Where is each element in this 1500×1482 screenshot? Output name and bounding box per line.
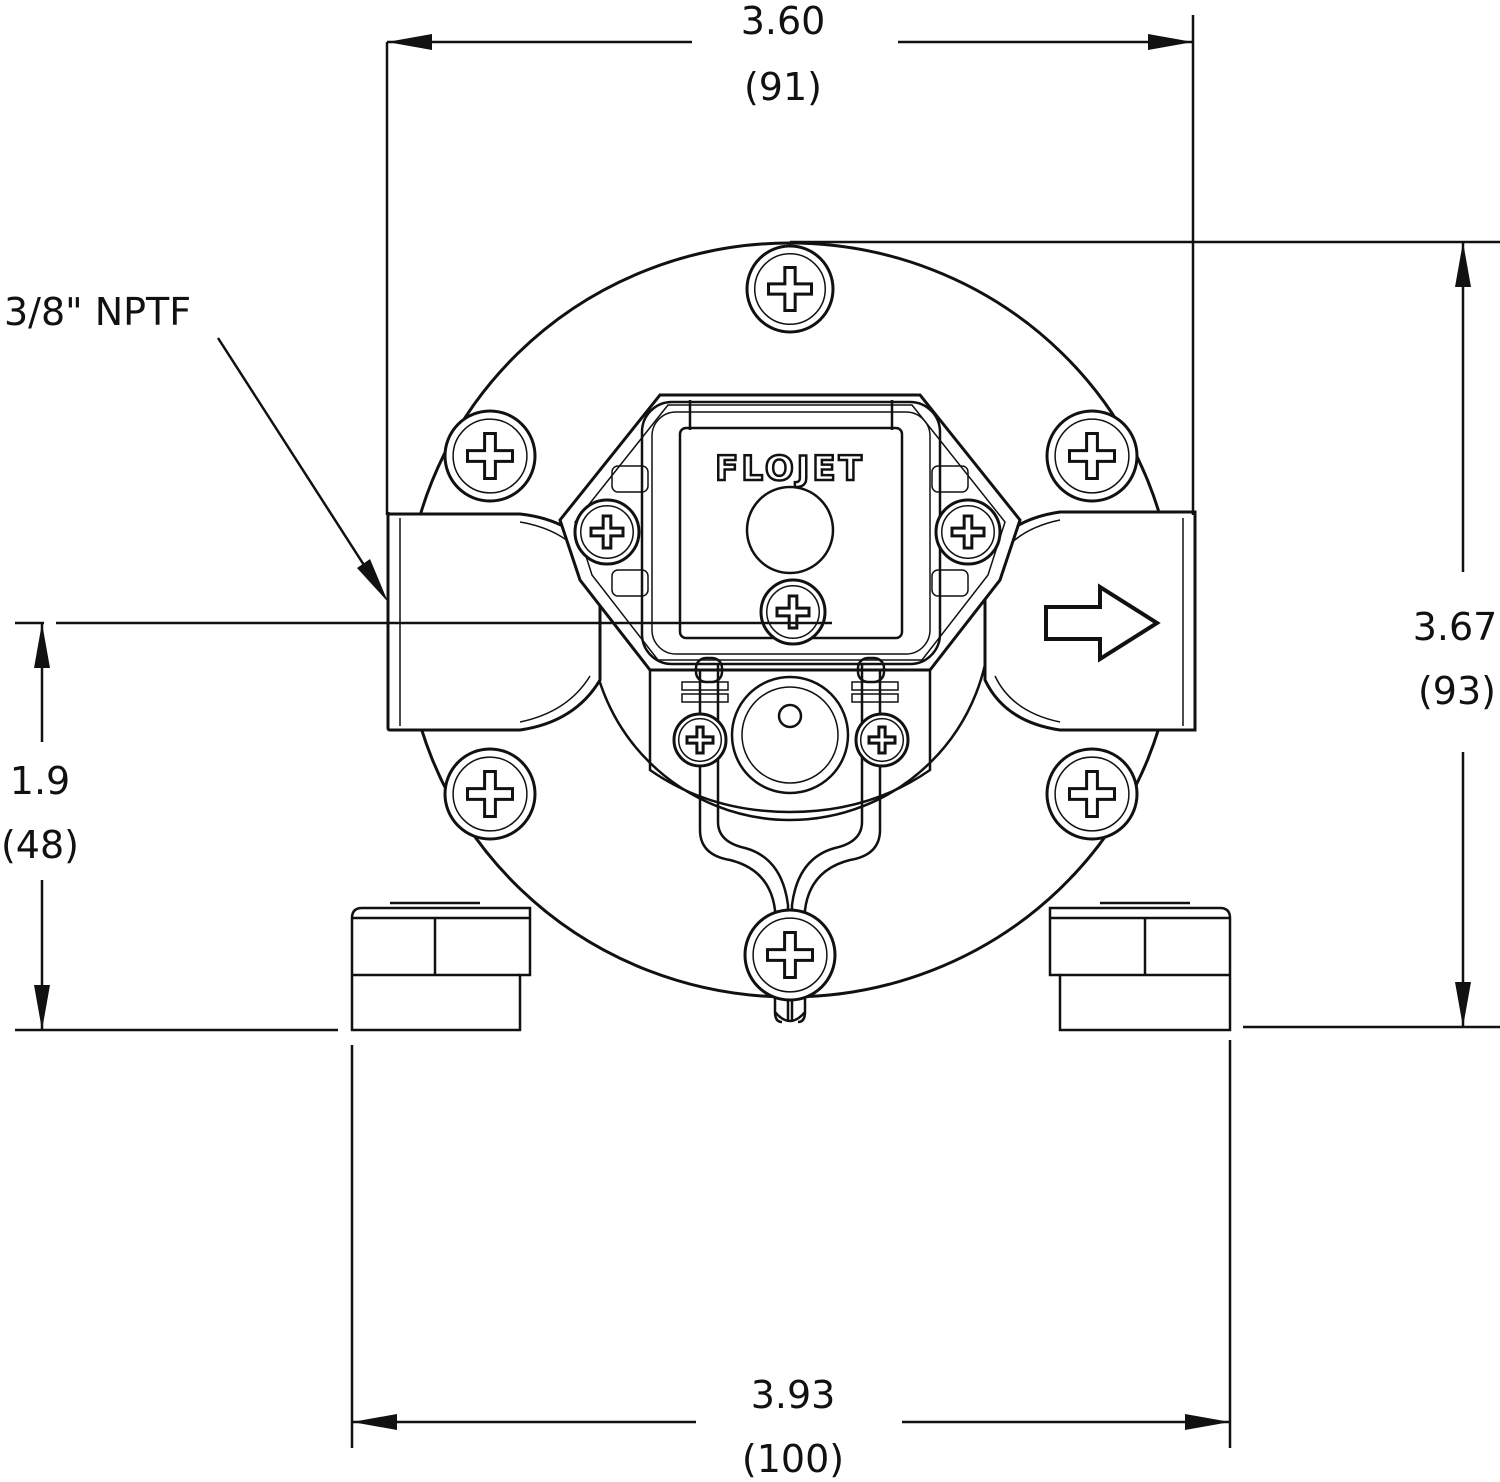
screws-group <box>443 244 1139 1002</box>
mounting-foot-left <box>350 901 532 1032</box>
base-width-mm: (100) <box>742 1437 844 1481</box>
screw-lower-left-icon <box>443 747 537 841</box>
overall-width-mm: (91) <box>744 65 822 109</box>
mounting-foot-right <box>1048 901 1232 1032</box>
screw-upper-right-icon <box>1045 409 1139 503</box>
wire-harness <box>694 656 886 1024</box>
flow-direction-arrow-icon <box>1044 583 1161 663</box>
port-thread-callout: 3/8" NPTF <box>4 290 191 334</box>
screw-switch-left-icon <box>573 498 641 566</box>
brand-logo: FLOJET <box>715 449 865 489</box>
screw-top-icon <box>745 244 835 334</box>
port-height-mm: (48) <box>1 823 79 867</box>
overall-height-inches: 3.67 <box>1413 605 1498 649</box>
check-valve-block <box>648 668 932 814</box>
outlet-port <box>983 510 1197 732</box>
pressure-adjust-port <box>745 485 835 575</box>
overall-height-mm: (93) <box>1418 669 1496 713</box>
overall-width-inches: 3.60 <box>741 0 826 43</box>
dimension-lines <box>15 15 1500 1448</box>
port-height-inches: 1.9 <box>10 759 70 803</box>
screw-switch-right-icon <box>934 498 1002 566</box>
screw-valve-right-icon <box>854 712 910 768</box>
screw-upper-left-icon <box>443 409 537 503</box>
screw-valve-left-icon <box>672 712 728 768</box>
base-width-inches: 3.93 <box>751 1373 836 1417</box>
screw-bottom-icon <box>743 908 837 1002</box>
screw-lower-right-icon <box>1045 747 1139 841</box>
screw-switch-center-icon <box>759 578 827 646</box>
